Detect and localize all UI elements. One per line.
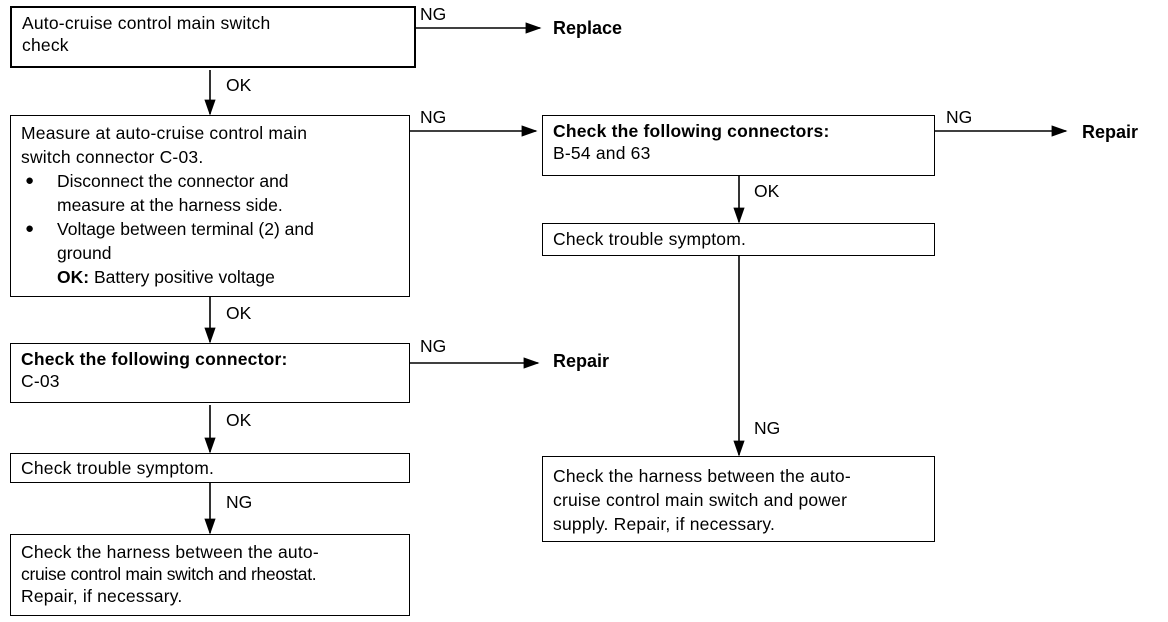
measure-bullet-2: ● Voltage between terminal (2) and xyxy=(21,217,409,241)
edge-label-ng-c03: NG xyxy=(420,336,447,356)
trouble-right-text: Check trouble symptom. xyxy=(553,229,747,249)
node-text-line: supply. Repair, if necessary. xyxy=(553,514,776,534)
node-harness-rheostat: Check the harness between the auto- crui… xyxy=(10,534,410,616)
node-trouble-symptom-left: Check trouble symptom. xyxy=(10,453,410,483)
node-check-connector-c03: Check the following connector: C-03 xyxy=(10,343,410,403)
node-text-line: check xyxy=(22,35,69,55)
measure-line-1: Measure at auto-cruise control main xyxy=(21,123,308,143)
edge-label-ok-b54: OK xyxy=(754,181,780,201)
node-text-line: Check the harness between the auto- xyxy=(553,466,851,486)
edge-label-ng-measure: NG xyxy=(420,107,447,127)
c03-title: Check the following connector: xyxy=(21,349,288,369)
node-text-line: Repair, if necessary. xyxy=(21,586,183,606)
bullet-icon: ● xyxy=(25,172,35,189)
node-trouble-symptom-right: Check trouble symptom. xyxy=(542,223,935,256)
node-text-line: cruise control main switch and rheostat. xyxy=(21,564,317,584)
node-main-switch-check: Auto-cruise control main switch check xyxy=(10,6,416,68)
bullet-icon: ● xyxy=(25,220,35,237)
measure-bullet-2-cont: ground xyxy=(21,241,409,265)
edge-label-ok-1: OK xyxy=(226,75,252,95)
result-repair-1: Repair xyxy=(1082,122,1139,142)
measure-bullet-1: ● Disconnect the connector and xyxy=(21,169,409,193)
result-repair-2: Repair xyxy=(553,351,610,371)
measure-bullet-1a: Disconnect the connector and xyxy=(57,171,289,191)
measure-ok-label: OK: xyxy=(57,267,90,287)
node-harness-power: Check the harness between the auto- crui… xyxy=(542,456,935,542)
node-text-line: Check the harness between the auto- xyxy=(21,542,319,562)
node-check-connectors-b54: Check the following connectors: B-54 and… xyxy=(542,115,935,176)
measure-line-2: switch connector C-03. xyxy=(21,147,204,167)
result-replace: Replace xyxy=(553,18,623,38)
node-text-line: Auto-cruise control main switch xyxy=(22,13,271,33)
edge-label-ng-replace: NG xyxy=(420,4,447,24)
edge-label-ng-right: NG xyxy=(754,418,781,438)
measure-bullet-2a: Voltage between terminal (2) and xyxy=(57,219,314,239)
measure-ok-line: OK: Battery positive voltage xyxy=(21,265,409,289)
trouble-left-text: Check trouble symptom. xyxy=(21,458,215,478)
node-text-line: cruise control main switch and power xyxy=(553,490,848,510)
measure-ok-value: Battery positive voltage xyxy=(93,267,275,287)
b54-title: Check the following connectors: xyxy=(553,121,830,141)
node-measure-connector: Measure at auto-cruise control main swit… xyxy=(10,115,410,297)
edge-label-ok-3: OK xyxy=(226,410,252,430)
edge-label-ok-2: OK xyxy=(226,303,252,323)
c03-value: C-03 xyxy=(21,371,60,391)
edge-label-ng-left: NG xyxy=(226,492,253,512)
measure-bullet-2b: ground xyxy=(57,243,112,263)
measure-bullet-1b: measure at the harness side. xyxy=(57,195,283,215)
measure-bullet-1-cont: measure at the harness side. xyxy=(21,193,409,217)
b54-value: B-54 and 63 xyxy=(553,143,651,163)
edge-label-ng-b54: NG xyxy=(946,107,973,127)
